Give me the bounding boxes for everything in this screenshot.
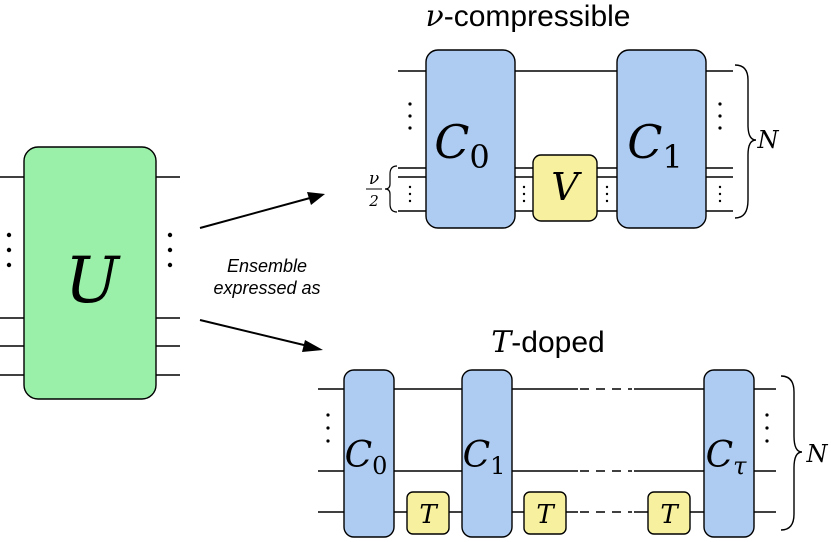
vertical-ellipsis-icon	[167, 232, 173, 268]
clifford-gate-c1	[616, 49, 707, 229]
vertical-ellipsis-icon	[522, 185, 526, 203]
vertical-ellipsis-icon	[718, 185, 722, 203]
unitary-label: U	[65, 244, 121, 318]
t-gate-label: T	[660, 500, 679, 530]
arrow-to-compressible	[199, 192, 325, 229]
vertical-ellipsis-icon	[326, 413, 330, 443]
clifford-gate-c0	[343, 369, 395, 538]
clifford-gate-ctau	[703, 369, 755, 538]
tdoped-circuit: T-doped C0 C1 Cτ T T T N	[318, 325, 829, 538]
vertical-ellipsis-icon	[408, 102, 412, 130]
unitary-block: U	[0, 146, 180, 400]
t-gate	[647, 491, 691, 535]
unitary-gate	[23, 146, 157, 400]
svg-text:2: 2	[368, 192, 379, 210]
clifford-gate-c1-label: C1	[463, 435, 506, 480]
t-gate	[406, 491, 450, 535]
vertical-ellipsis-icon	[765, 413, 769, 443]
t-gate-label: T	[536, 500, 555, 530]
compressible-circuit: ν-compressible C0 V C1 ν 2 N	[366, 0, 780, 229]
small-brace-icon	[384, 165, 398, 213]
clifford-gate-ctau-label: Cτ	[706, 435, 748, 480]
clifford-gate-c0-label: C0	[345, 435, 388, 480]
arrow-caption-line1: Ensemble	[227, 256, 307, 276]
t-gate-label: T	[419, 500, 438, 530]
arrow-caption-line2: expressed as	[213, 278, 320, 298]
tdoped-title: T-doped	[491, 325, 604, 360]
nonclifford-gate-v-label: V	[551, 165, 582, 209]
t-gate	[523, 491, 567, 535]
arrow-to-tdoped	[199, 319, 323, 352]
vertical-ellipsis-icon	[605, 185, 609, 203]
compressible-title: ν-compressible	[426, 0, 631, 34]
vertical-ellipsis-icon	[718, 102, 722, 130]
clifford-gate-c0	[425, 49, 516, 229]
brace-label-n: N	[757, 126, 780, 154]
clifford-gate-c1-label: C1	[627, 115, 683, 176]
svg-text:ν: ν	[369, 169, 379, 189]
vertical-ellipsis-icon	[6, 232, 12, 268]
brace-icon	[734, 64, 757, 219]
clifford-gate-c0-label: C0	[434, 115, 490, 176]
nonclifford-gate-v	[532, 154, 598, 222]
nu-half-label: ν 2	[366, 169, 382, 210]
brace-label-n: N	[806, 440, 829, 468]
clifford-gate-c1	[461, 369, 513, 538]
brace-icon	[780, 375, 803, 531]
vertical-ellipsis-icon	[408, 185, 412, 203]
